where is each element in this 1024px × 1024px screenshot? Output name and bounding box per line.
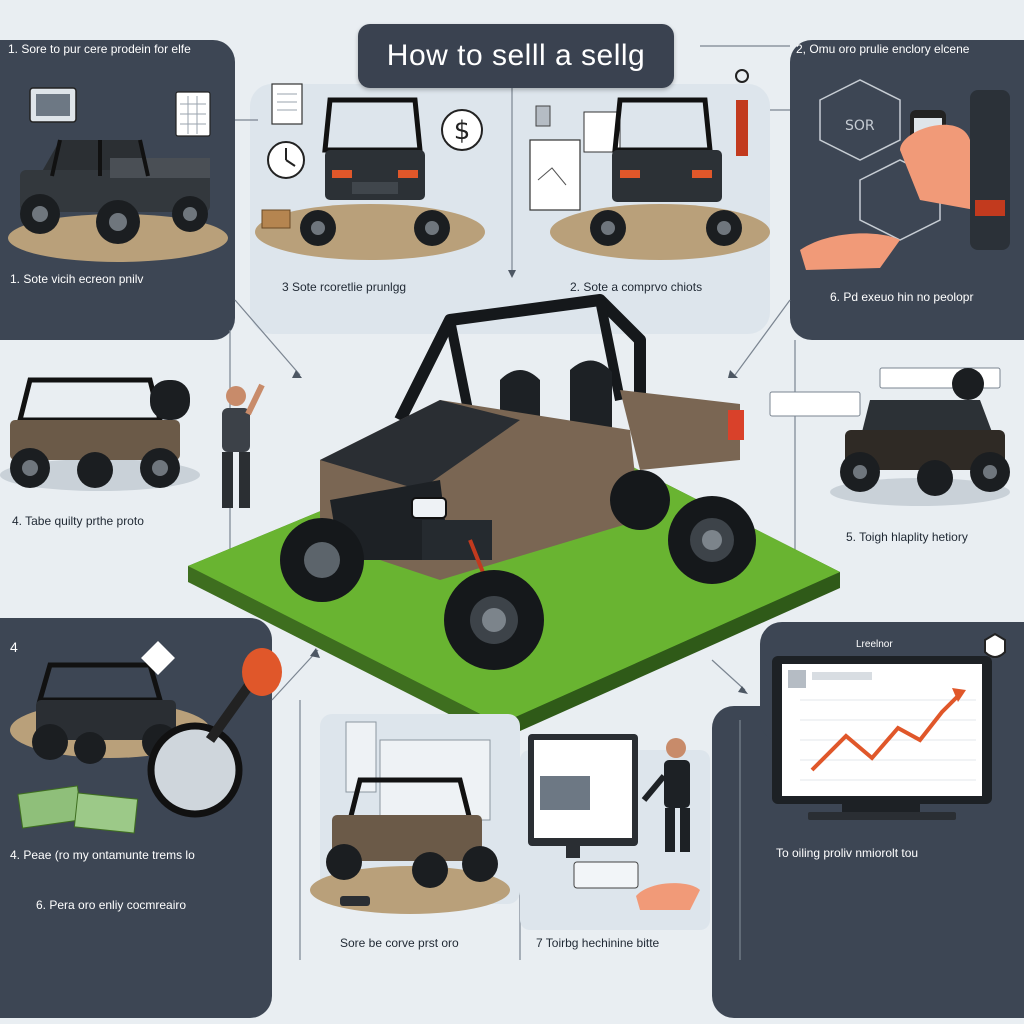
- left-middle-scene: [0, 377, 265, 508]
- section-label-15: Lreelnor: [856, 639, 893, 650]
- bottom-right-scene: [772, 632, 1006, 820]
- magnifier-icon: [147, 722, 243, 818]
- section-label-1: 1. Sore to pur cere prodein for elfe: [8, 42, 191, 56]
- section-label-3: 1. Sote vicih ecreon pnilv: [10, 272, 144, 286]
- svg-text:SOR: SOR: [845, 118, 875, 134]
- bottom-center-right-scene: [520, 734, 710, 930]
- section-label-10: 6. Pera oro enliy cocmreairo: [36, 898, 187, 912]
- dollar-icon: [441, 109, 483, 151]
- money-icon: [17, 785, 139, 834]
- bottom-center-scene: [310, 714, 520, 914]
- page-title: How to selll a sellg: [358, 24, 674, 88]
- keyboard-icon: [573, 861, 639, 889]
- top-right-scene: SOR: [800, 79, 1010, 270]
- section-label-14: 4: [10, 639, 18, 655]
- section-label-8: 5. Toigh hlaplity hetiory: [846, 530, 968, 544]
- section-label-6: 6. Pd exeuo hin no peolopr: [830, 290, 974, 304]
- section-label-2: 2, Omu oro prulie enclory elcene: [796, 42, 970, 56]
- top-center-right-scene: [529, 69, 770, 260]
- section-label-5: 2. Sote a comprvo chiots: [570, 280, 703, 294]
- tag-icon: [141, 641, 175, 675]
- section-label-7: 4. Tabe quilty prthe proto: [12, 514, 144, 528]
- top-center-left-scene: $: [255, 83, 485, 260]
- section-label-11: Sore be corve prst oro: [340, 936, 459, 950]
- section-label-4: 3 Sote rcoretlie prunlgg: [282, 280, 407, 294]
- bottom-left-scene: [10, 641, 282, 834]
- hero-scene: [188, 294, 840, 740]
- right-middle-scene: [769, 367, 1010, 506]
- shield-icon: [984, 632, 1006, 658]
- section-label-9: 4. Peae (ro my ontamunte trems lo: [10, 848, 195, 862]
- section-label-13: To oiling proliv nmiorolt tou: [776, 846, 919, 860]
- top-left-scene: [8, 87, 228, 262]
- section-label-12: 7 Toirbg hechinine bitte: [536, 936, 660, 950]
- svg-text:$: $: [454, 116, 471, 146]
- hero-wheels: [280, 470, 756, 670]
